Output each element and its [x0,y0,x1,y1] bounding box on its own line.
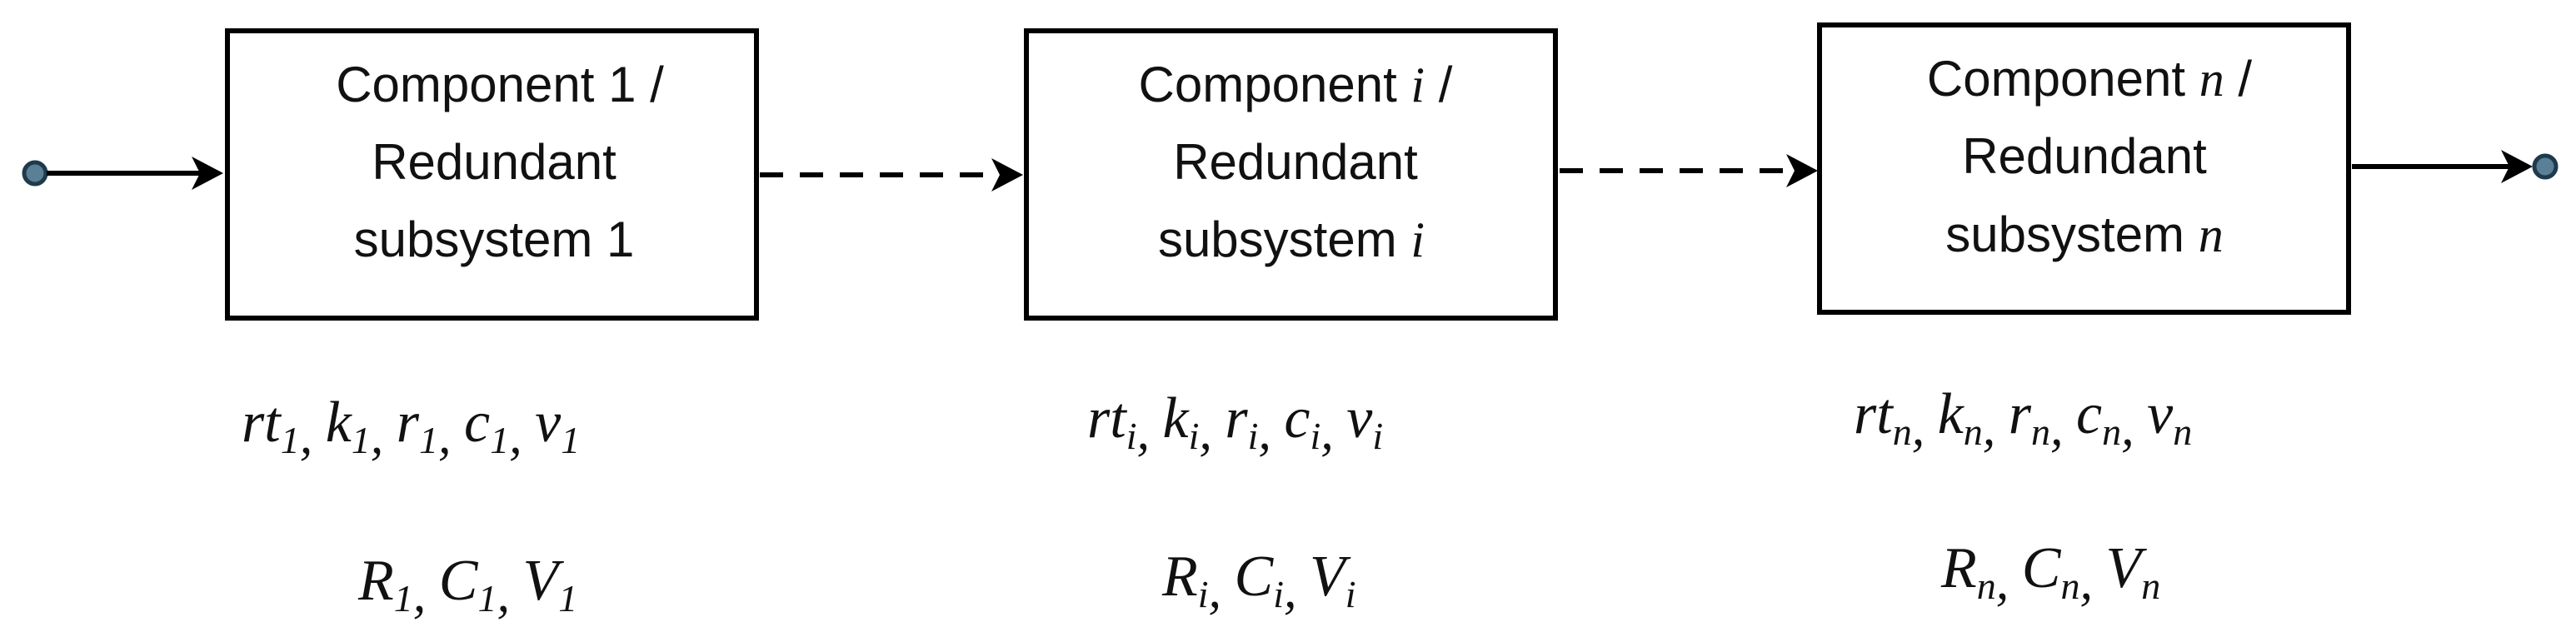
symbol-C: C [2022,536,2062,600]
symbol-r: r [1225,386,1248,450]
subscript-v: 1 [561,419,580,461]
subscript-R: 1 [394,577,413,620]
box-i-line-3: subsystem i [1158,212,1425,267]
totals-line-i: Ri, Ci, Vi [1161,545,1356,619]
input-terminal [22,160,48,187]
box-i-line-1: Component i / [1139,57,1453,112]
separator: , [413,566,439,623]
output-arrow-head [2501,150,2533,183]
symbol-C: C [1235,545,1275,609]
dashed-arrow-1-to-i-head [991,158,1023,192]
component-box-n [1817,22,2351,315]
dashed-arrow-i-to-n-head [1786,154,1818,187]
totals-group-1: R1, C1, V1 [357,549,577,623]
component-box-1 [225,28,759,321]
param-line-1: rt1, k1, r1, c1, v1 [242,391,580,465]
symbol-v: v [2147,382,2174,446]
box-n-line-1: Component n / [1927,51,2253,107]
box-1-line-2: Redundant [372,134,617,190]
separator: , [497,566,522,623]
separator: , [2050,400,2076,456]
symbol-R: R [357,549,394,613]
subscript-r: i [1248,415,1259,457]
symbol-rt: rt [1854,382,1894,446]
subscript-C: 1 [477,577,497,620]
separator: , [300,408,326,465]
separator: , [1996,554,2022,610]
subscript-k: n [1964,411,1983,453]
symbol-v: v [535,391,562,455]
input-arrow-head [192,157,223,190]
subscript-V: i [1345,573,1356,615]
box-1-line-1: Component 1 / [336,57,664,112]
subscript-rt: 1 [281,419,300,461]
separator: , [1983,400,2009,456]
subscript-r: n [2031,411,2050,453]
symbol-k: k [1938,382,1965,446]
subscript-v: n [2173,411,2192,453]
subscript-c: i [1310,415,1320,457]
param-line-i: rti, ki, ri, ci, vi [1087,386,1383,460]
symbol-R: R [1940,536,1977,600]
subscript-C: n [2060,565,2079,607]
subscript-V: 1 [558,577,577,620]
symbol-r: r [2009,382,2032,446]
subscript-v: i [1372,415,1383,457]
symbol-rt: rt [242,391,282,455]
subscript-V: n [2141,565,2160,607]
component-box-i [1024,28,1558,321]
box-n-line-3: subsystem n [1945,207,2223,262]
param-line-n: rtn, kn, rn, cn, vn [1854,382,2192,456]
separator: , [438,408,464,465]
symbol-c: c [1284,386,1310,450]
totals-group-n: Rn, Cn, Vn [1940,536,2160,610]
symbol-k: k [326,391,353,455]
separator: , [2079,554,2105,610]
output-terminal [2532,153,2559,180]
box-i-line-2: Redundant [1173,134,1418,190]
separator: , [1284,562,1310,619]
subscript-rt: i [1126,415,1137,457]
param-group-i: rti, ki, ri, ci, vi [1087,386,1383,460]
subscript-r: 1 [419,419,438,461]
symbol-v: v [1346,386,1373,450]
box-1-line-3: subsystem 1 [354,212,635,267]
subscript-k: i [1189,415,1200,457]
symbol-r: r [397,391,420,455]
separator: , [371,408,397,465]
param-group-n: rtn, kn, rn, cn, vn [1854,382,2192,456]
symbol-rt: rt [1087,386,1127,450]
totals-line-n: Rn, Cn, Vn [1940,536,2160,610]
totals-group-i: Ri, Ci, Vi [1161,545,1356,619]
separator: , [1320,404,1346,460]
subscript-C: i [1273,573,1284,615]
separator: , [1209,562,1235,619]
symbol-V: V [1310,545,1351,609]
separator: , [1912,400,1938,456]
symbol-c: c [2076,382,2102,446]
symbol-C: C [439,549,479,613]
subscript-c: 1 [490,419,509,461]
separator: , [1199,404,1225,460]
separator: , [509,408,535,465]
subscript-rt: n [1893,411,1912,453]
symbol-k: k [1162,386,1190,450]
subscript-R: n [1977,565,1996,607]
separator: , [1258,404,1284,460]
param-group-1: rt1, k1, r1, c1, v1 [242,391,580,465]
box-n-line-2: Redundant [1962,128,2207,184]
separator: , [2121,400,2147,456]
subscript-R: i [1198,573,1209,615]
subscript-c: n [2102,411,2121,453]
symbol-R: R [1161,545,1198,609]
symbol-V: V [522,549,564,613]
subscript-k: 1 [352,419,371,461]
totals-line-1: R1, C1, V1 [357,549,577,623]
symbol-c: c [464,391,490,455]
symbol-V: V [2105,536,2147,600]
separator: , [1136,404,1162,460]
